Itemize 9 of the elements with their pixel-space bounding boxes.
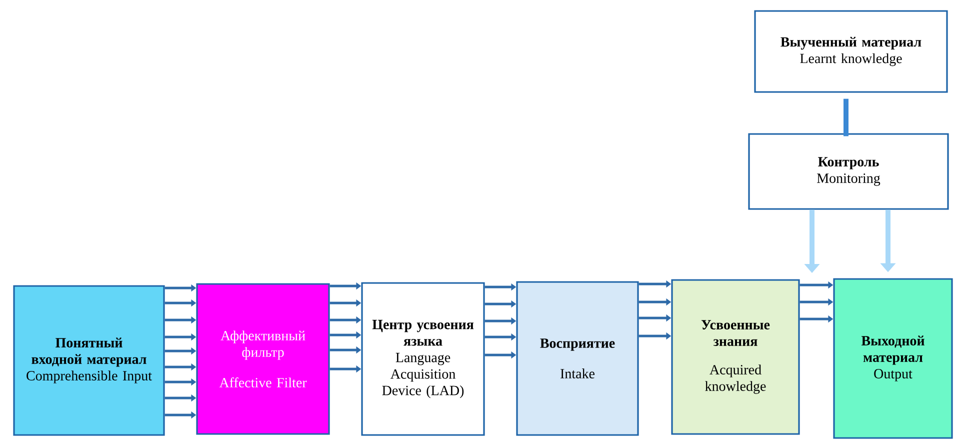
process-box: Понятный входной материал Comprehensible Input — [13, 285, 165, 436]
process-box: Аффективный фильтр Affective Filter — [196, 283, 330, 435]
process-box: Выученный материал Learnt knowledge — [754, 10, 948, 93]
process-box: Восприятие Intake — [516, 281, 639, 436]
connector-line — [844, 98, 848, 136]
process-box: Выходной материал Output — [833, 278, 953, 439]
process-box: Усвоенные знания Acquired knowledge — [671, 279, 800, 435]
process-box: Центр усвоения языка Language Acquisition Device (LAD) — [361, 282, 485, 436]
process-box: Контроль Monitoring — [748, 133, 949, 210]
